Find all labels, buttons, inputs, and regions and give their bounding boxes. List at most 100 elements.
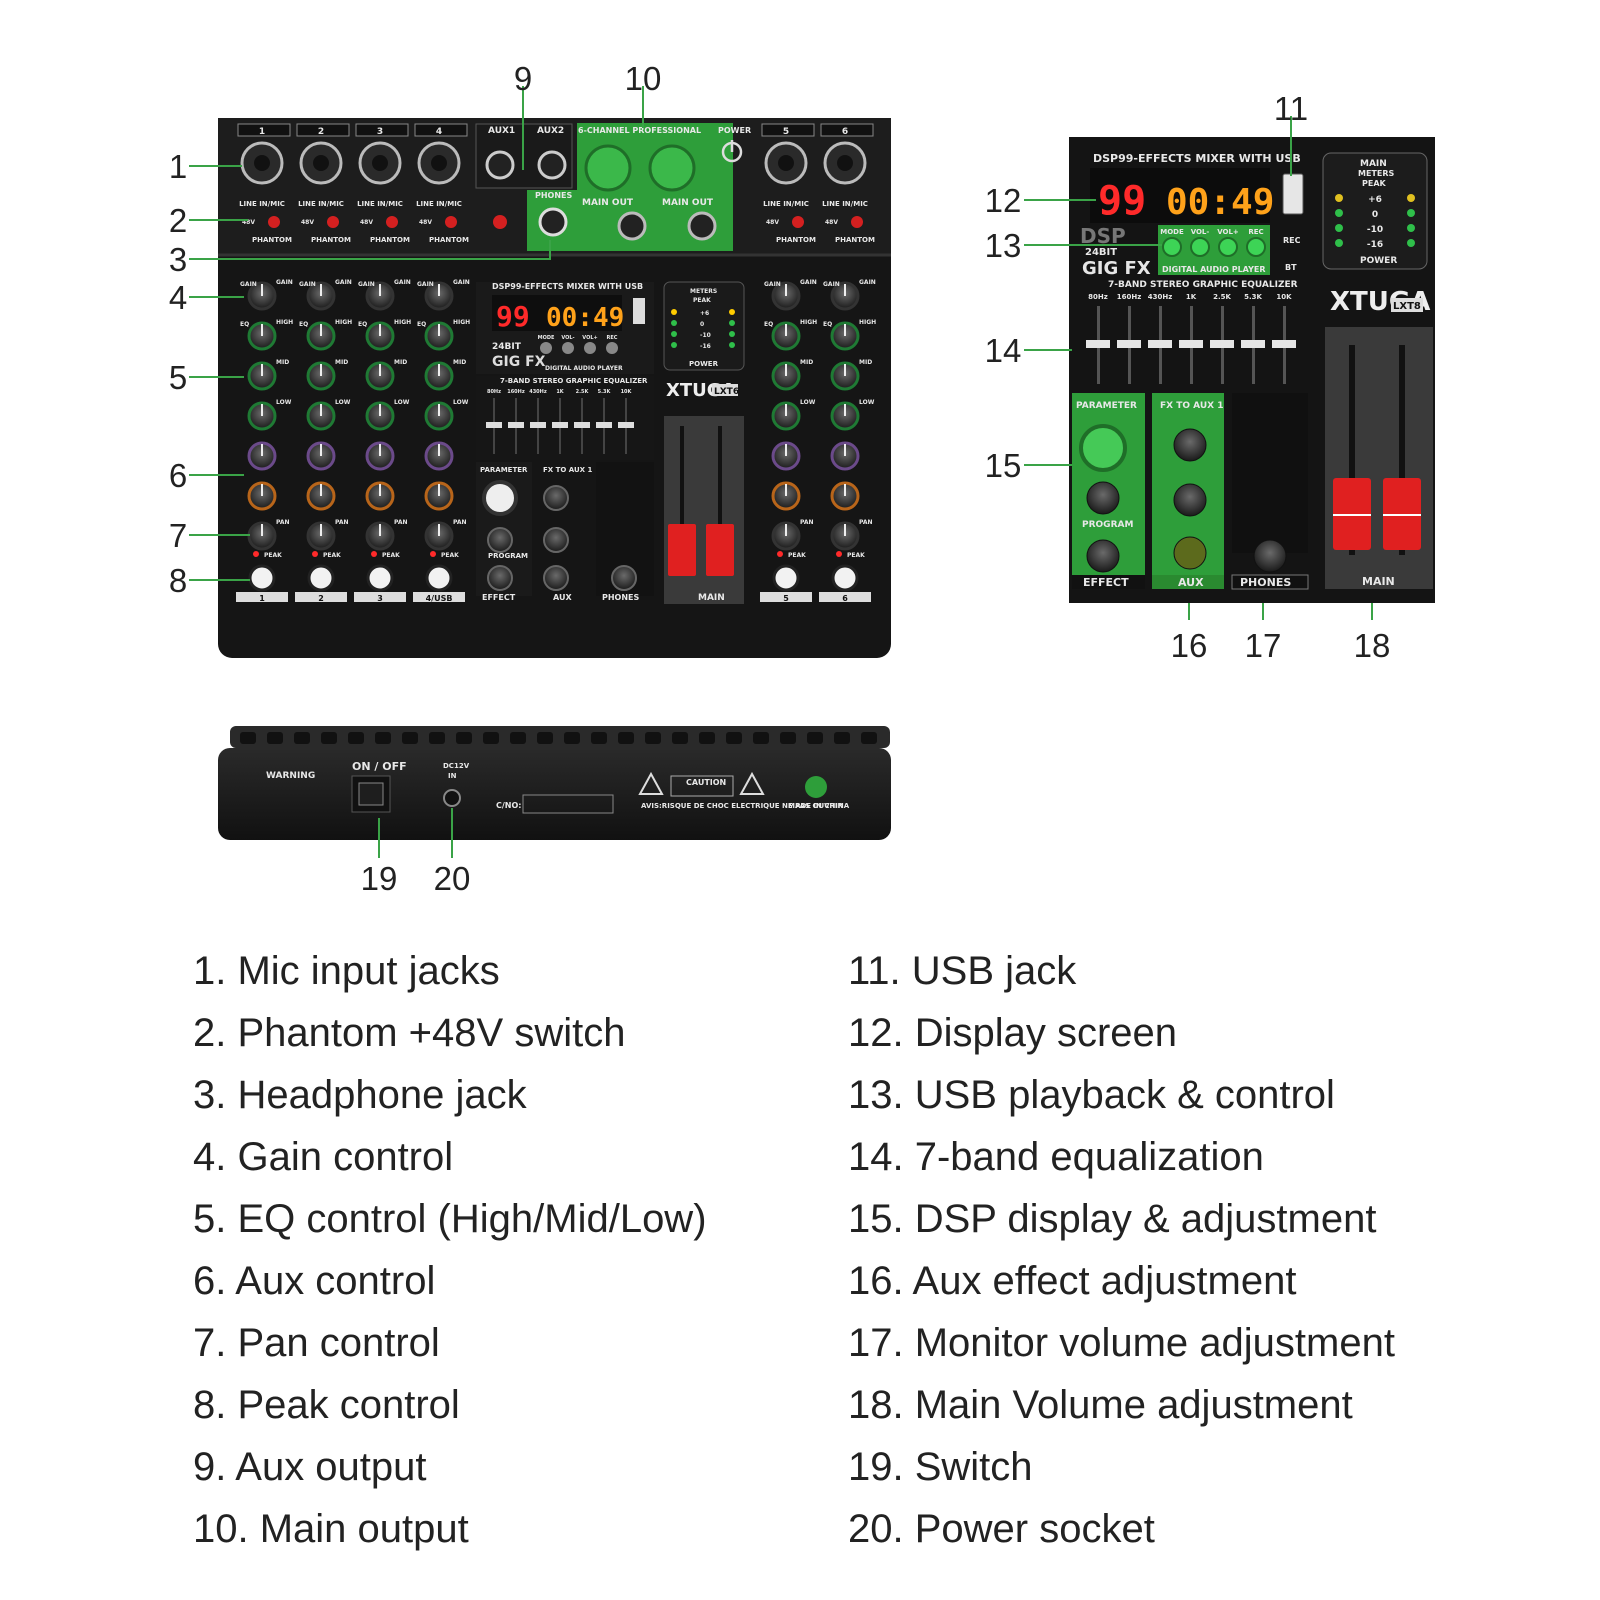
main-out-l-xlr[interactable] (584, 144, 632, 192)
legend-item: 4. Gain control (193, 1135, 454, 1179)
zoom-fx-aux2-knob[interactable] (1173, 483, 1207, 517)
legend-item: 16. Aux effect adjustment (848, 1259, 1297, 1303)
zoom-transport-button[interactable] (1190, 237, 1210, 257)
channel-level-knob[interactable] (366, 564, 394, 592)
eq-slider[interactable] (596, 422, 612, 428)
svg-text:PEAK: PEAK (323, 552, 341, 559)
control-knob[interactable] (611, 565, 637, 591)
zoom-eq-slider[interactable] (1117, 340, 1141, 348)
control-knob[interactable] (487, 565, 513, 591)
power-socket[interactable] (443, 789, 461, 807)
svg-text:PHONES: PHONES (602, 593, 640, 602)
transport-button[interactable] (584, 342, 596, 354)
peak-led (371, 551, 377, 557)
phantom-switch[interactable] (445, 216, 457, 228)
svg-text:MAIN: MAIN (698, 593, 725, 603)
eq-slider[interactable] (530, 422, 546, 428)
svg-text:REC: REC (1283, 236, 1301, 245)
svg-text:VOL-: VOL- (561, 335, 574, 341)
channel-number: 6 (842, 127, 848, 137)
zoom-usb-jack[interactable] (1282, 173, 1304, 215)
main-fader-l[interactable] (668, 524, 696, 576)
phantom-switch[interactable] (327, 216, 339, 228)
zoom-program-knob[interactable] (1086, 481, 1120, 515)
main-out-l-jack[interactable] (617, 211, 647, 241)
phantom-switch[interactable] (386, 216, 398, 228)
zoom-eq-slider[interactable] (1086, 340, 1110, 348)
six-channel-label: 6-CHANNEL PROFESSIONAL (578, 126, 701, 135)
control-knob[interactable] (543, 485, 569, 511)
svg-text:VOL-: VOL- (1191, 228, 1210, 236)
zoom-eq-slider[interactable] (1148, 340, 1172, 348)
usb-mp3-switch[interactable] (493, 215, 507, 229)
svg-text:MADE IN CHINA: MADE IN CHINA (788, 802, 850, 810)
peak-led (253, 551, 259, 557)
eq-slider[interactable] (574, 422, 590, 428)
transport-button[interactable] (540, 342, 552, 354)
zoom-transport-button[interactable] (1218, 237, 1238, 257)
usb-port[interactable] (633, 298, 645, 324)
svg-text:PEAK: PEAK (1362, 179, 1387, 188)
control-knob[interactable] (543, 565, 569, 591)
callout-number: 16 (1171, 627, 1208, 664)
channel-level-knob[interactable] (831, 564, 859, 592)
zoom-fx-aux1-knob[interactable] (1173, 428, 1207, 462)
svg-text:LINE IN/MIC: LINE IN/MIC (763, 200, 809, 208)
transport-button[interactable] (562, 342, 574, 354)
parameter-knob[interactable] (482, 480, 518, 516)
eq-slider[interactable] (618, 422, 634, 428)
legend-item: 18. Main Volume adjustment (848, 1383, 1353, 1427)
svg-text:GIG FX: GIG FX (1082, 258, 1151, 279)
callout-number: 1 (169, 148, 187, 185)
svg-text:HIGH: HIGH (859, 319, 876, 326)
channel-level-knob[interactable] (772, 564, 800, 592)
legend-item: 10. Main output (193, 1507, 469, 1551)
svg-text:0: 0 (700, 321, 704, 328)
zoom-transport-button[interactable] (1162, 237, 1182, 257)
aux1-out-jack[interactable] (485, 150, 515, 180)
zoom-parameter-knob[interactable] (1079, 424, 1127, 472)
channel-level-knob[interactable] (307, 564, 335, 592)
zoom-effect-knob[interactable] (1086, 539, 1120, 573)
peak-led (430, 551, 436, 557)
zoom-eq-slider[interactable] (1272, 340, 1296, 348)
svg-text:MID: MID (335, 359, 348, 366)
eq-slider[interactable] (552, 422, 568, 428)
channel-level-knob[interactable] (425, 564, 453, 592)
zoom-transport-button[interactable] (1246, 237, 1266, 257)
zoom-aux-knob[interactable] (1173, 536, 1207, 570)
svg-text:PHANTOM: PHANTOM (252, 236, 292, 244)
control-knob[interactable] (487, 527, 513, 553)
legend-item: 13. USB playback & control (848, 1073, 1335, 1117)
main-out-r-jack[interactable] (687, 211, 717, 241)
svg-text:PEAK: PEAK (382, 552, 400, 559)
control-knob[interactable] (543, 527, 569, 553)
phantom-switch[interactable] (792, 216, 804, 228)
channel-strips: GAINHIGHMIDLOWPANGAINEQPEAK1GAINHIGHMIDL… (236, 279, 876, 603)
svg-text:PAN: PAN (276, 519, 290, 526)
zoom-phones-knob[interactable] (1253, 539, 1287, 573)
peak-led (312, 551, 318, 557)
callout-number: 10 (625, 60, 662, 97)
zoom-eq-slider[interactable] (1241, 340, 1265, 348)
svg-text:MID: MID (394, 359, 407, 366)
zoom-eq-slider[interactable] (1179, 340, 1203, 348)
aux2-out-jack[interactable] (537, 150, 567, 180)
svg-text:EQ: EQ (417, 321, 426, 328)
legend-right: 11. USB jack 12. Display screen 13. USB … (848, 940, 1395, 1560)
transport-button[interactable] (606, 342, 618, 354)
phantom-switch[interactable] (268, 216, 280, 228)
main-fader-r[interactable] (706, 524, 734, 576)
svg-text:PEAK: PEAK (847, 552, 865, 559)
svg-text:PAN: PAN (394, 519, 408, 526)
channel-level-knob[interactable] (248, 564, 276, 592)
zoom-eq-slider[interactable] (1210, 340, 1234, 348)
svg-text:99: 99 (1098, 178, 1146, 224)
eq-slider[interactable] (508, 422, 524, 428)
svg-text:LINE IN/MIC: LINE IN/MIC (416, 200, 462, 208)
phantom-switch[interactable] (851, 216, 863, 228)
svg-text:2.5K: 2.5K (576, 389, 590, 395)
main-out-r-xlr[interactable] (648, 144, 696, 192)
phones-jack[interactable] (538, 207, 568, 237)
eq-slider[interactable] (486, 422, 502, 428)
